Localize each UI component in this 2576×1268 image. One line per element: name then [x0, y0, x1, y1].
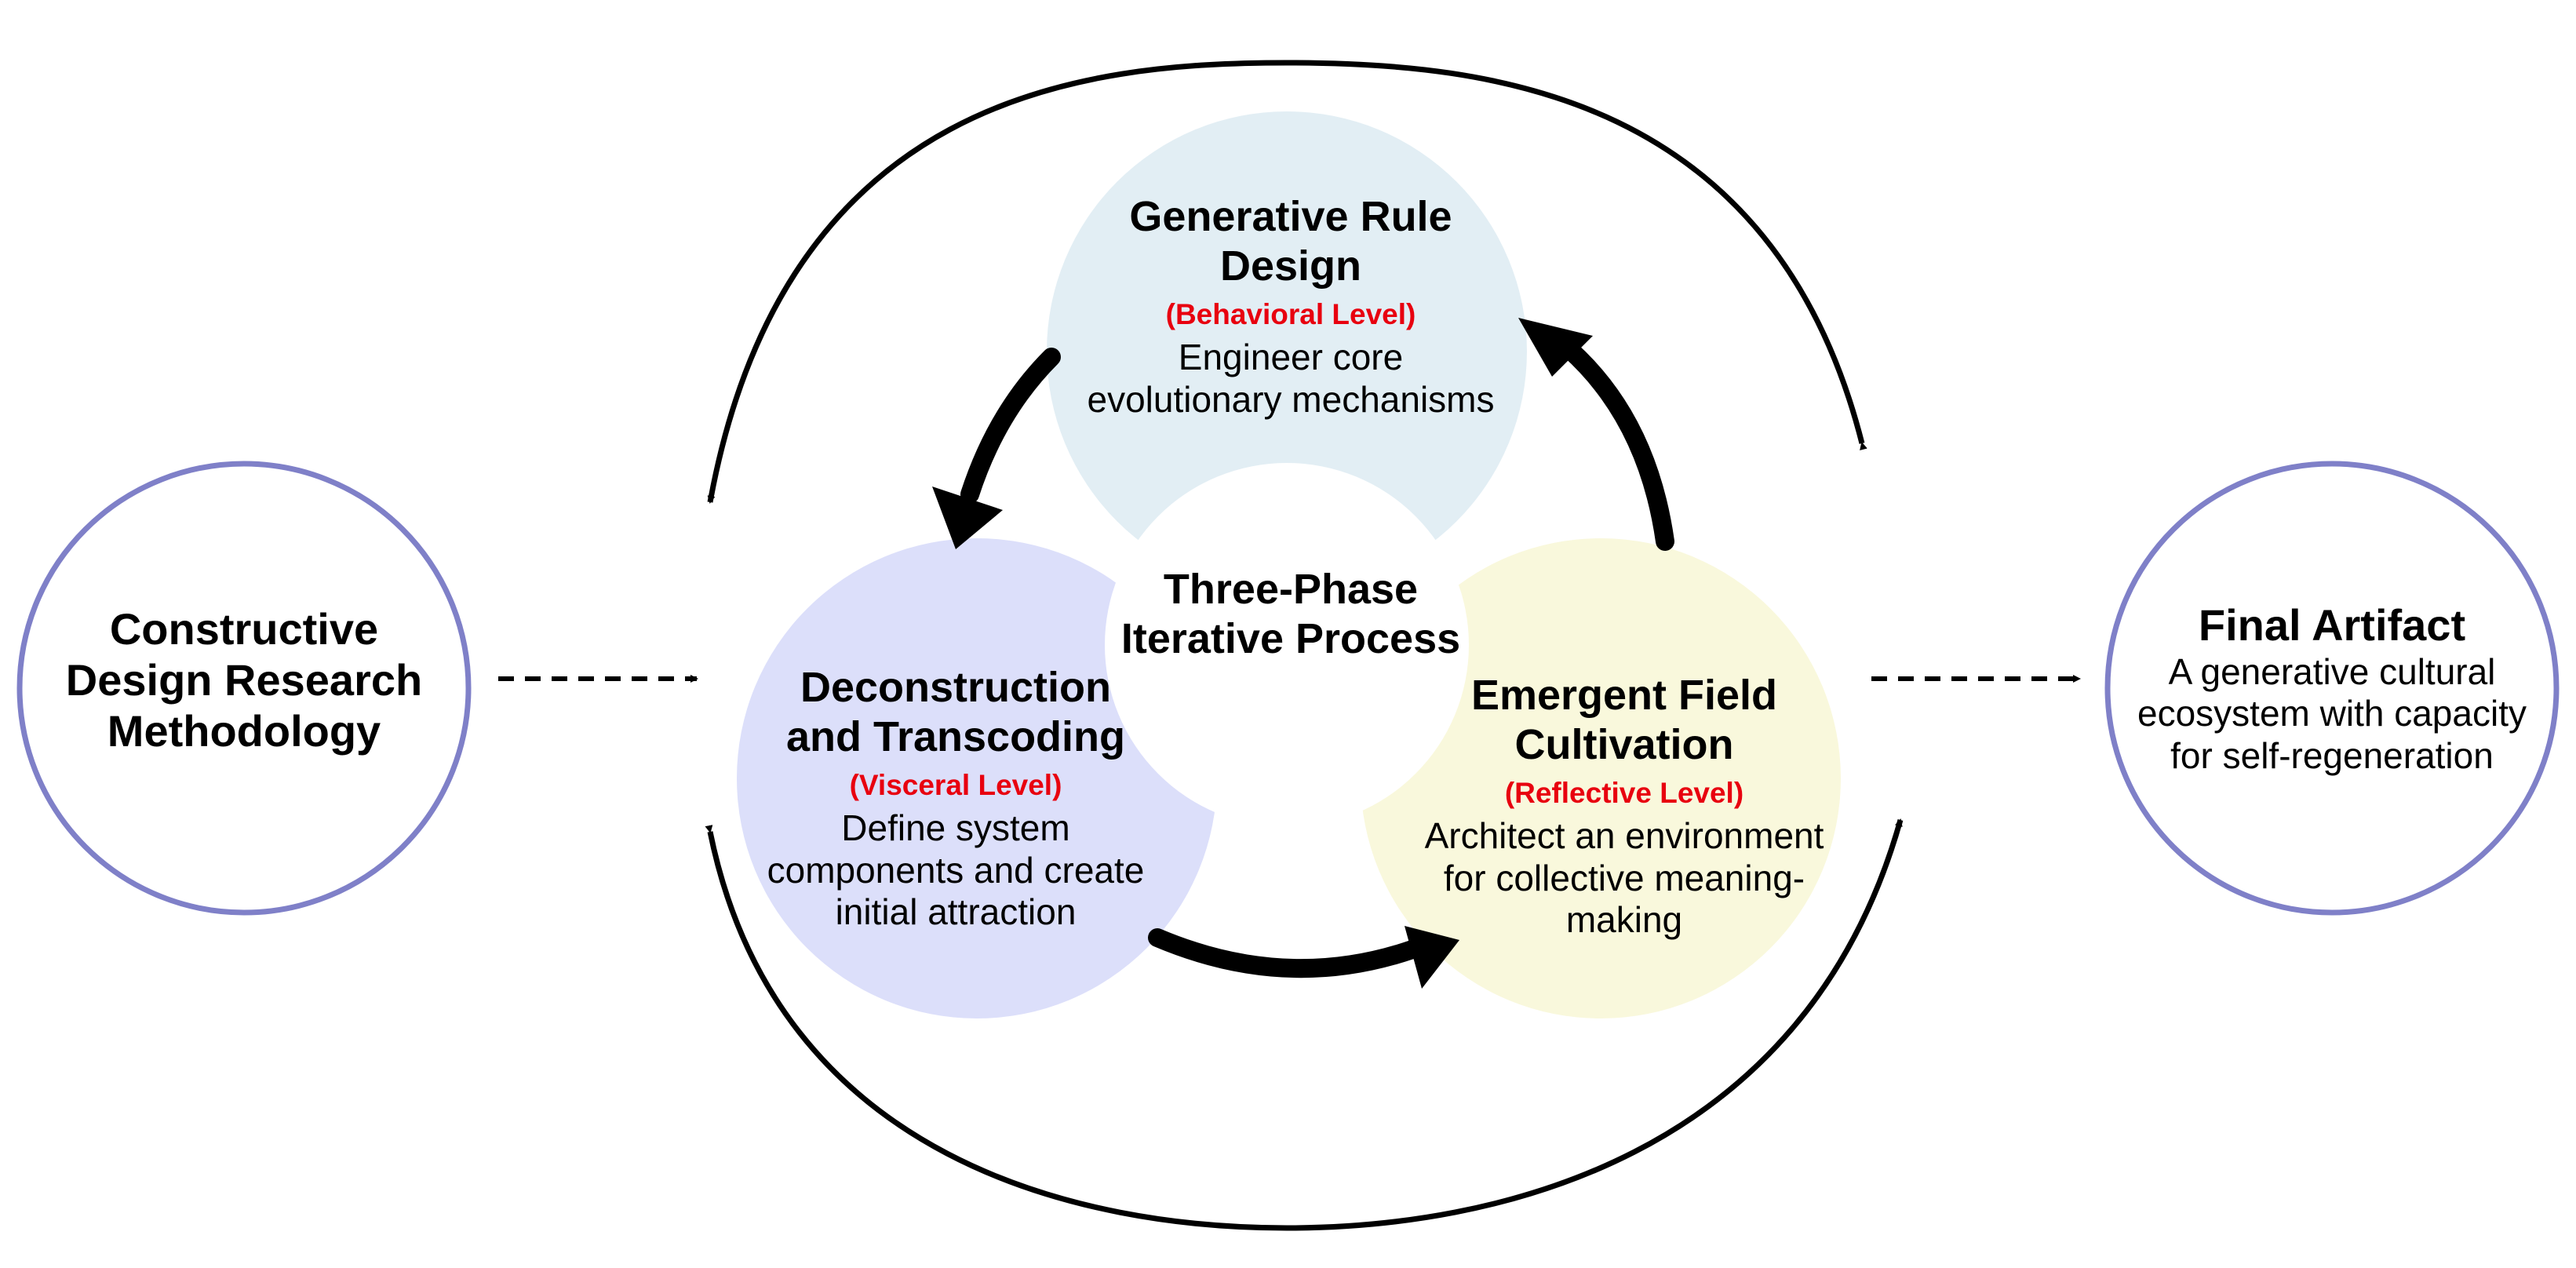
- phase-right-label: Emergent Field Cultivation (Reflective L…: [1425, 671, 1824, 941]
- methodology-circle: [16, 461, 472, 916]
- phase-right-level: (Reflective Level): [1504, 777, 1744, 810]
- methodology-title: Constructive Design Research Methodology: [66, 604, 422, 757]
- phase-top-desc-line: Engineer core: [1178, 337, 1404, 378]
- phase-top-level: (Behavioral Level): [1165, 298, 1416, 331]
- phase-left-title-line: and Transcoding: [785, 712, 1126, 760]
- center-title-line: Three-Phase: [1163, 566, 1419, 613]
- phase-left-title-line: Deconstruction: [800, 664, 1112, 711]
- final-artifact-circle: [2104, 461, 2560, 916]
- phase-right-desc-line: Architect an environment: [1424, 815, 1824, 857]
- final-artifact-desc-line: A generative cultural: [2168, 650, 2496, 692]
- center-disc: [1105, 463, 1469, 827]
- methodology-title-line: Methodology: [107, 705, 381, 756]
- phase-right-desc-line: making: [1565, 898, 1683, 940]
- phase-left-desc-line: components and create: [767, 849, 1145, 891]
- outer-arc-top: [707, 60, 1867, 504]
- phase-top-title-line: Design: [1219, 242, 1362, 290]
- phase-left-level: (Visceral Level): [849, 769, 1062, 802]
- center-title: Three-Phase Iterative Process: [1121, 565, 1460, 663]
- phase-top-label: Generative Rule Design (Behavioral Level…: [1087, 192, 1494, 421]
- cycle-arrow-top-to-left: [960, 348, 1061, 504]
- outer-arc-bottom: [705, 818, 1904, 1231]
- final-artifact-title: Final Artifact: [2198, 600, 2466, 650]
- phase-left-desc-line: initial attraction: [835, 891, 1077, 932]
- center-title-line: Iterative Process: [1120, 614, 1461, 662]
- phase-top-desc-line: evolutionary mechanisms: [1087, 378, 1495, 420]
- cycle-arrow-left-to-right: [1148, 928, 1422, 978]
- final-artifact-label: Final Artifact A generative cultural eco…: [2137, 600, 2527, 777]
- final-artifact-desc-line: ecosystem with capacity: [2137, 693, 2527, 734]
- phase-left-desc-line: Define system: [841, 807, 1070, 849]
- cycle-arrow-right-to-top: [1560, 340, 1674, 551]
- methodology-title-line: Design Research: [65, 654, 423, 705]
- phase-circle-right: [1361, 538, 1841, 1018]
- cycle-arrowhead-right: [1405, 926, 1459, 989]
- phase-right-title-line: Cultivation: [1514, 720, 1734, 768]
- phase-left-label: Deconstruction and Transcoding (Visceral…: [767, 663, 1145, 933]
- phase-top-title-line: Generative Rule: [1129, 193, 1452, 240]
- methodology-title-line: Constructive: [109, 604, 379, 654]
- phase-circle-left: [737, 538, 1217, 1018]
- phase-right-desc-line: for collective meaning-: [1443, 857, 1805, 898]
- phase-right-title-line: Emergent Field: [1470, 672, 1778, 719]
- final-artifact-desc-line: for self-regeneration: [2170, 734, 2494, 776]
- cycle-arrowhead-top: [1518, 318, 1593, 377]
